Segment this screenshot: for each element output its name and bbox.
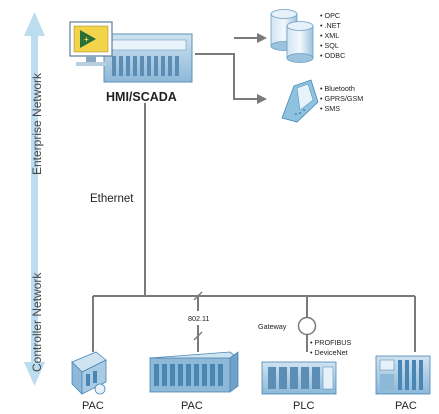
mobile-phone-icon xyxy=(281,79,319,123)
database-item: • OPC xyxy=(320,11,340,20)
hmi-keyboard xyxy=(76,62,106,66)
wireless-arrowhead xyxy=(257,94,267,104)
wireless-item: • SMS xyxy=(320,104,340,113)
fieldbus-item: • DeviceNet xyxy=(310,348,348,357)
wireless-item: • Bluetooth xyxy=(320,84,355,93)
ethernet-label: Ethernet xyxy=(90,193,134,205)
hmi-scada-label: HMI/SCADA xyxy=(106,90,177,104)
hmi-rack-slots xyxy=(112,56,179,76)
scope-arrow-head-bottom xyxy=(24,362,45,386)
wireless-item: • GPRS/GSM xyxy=(320,94,363,103)
hmi-monitor-stand xyxy=(86,56,96,62)
scope-arrow-shaft xyxy=(31,34,38,364)
database-item: • .NET xyxy=(320,21,341,30)
controller-network-label: Controller Network xyxy=(30,272,44,372)
pac-compact-device xyxy=(71,351,107,395)
enterprise-network-label: Enterprise Network xyxy=(30,72,44,175)
database-item: • XML xyxy=(320,31,339,40)
gateway-label: Gateway xyxy=(258,322,287,331)
scope-arrow-head-top xyxy=(24,12,45,36)
gateway-icon xyxy=(297,316,317,336)
device-label-pac-3: PAC xyxy=(395,400,417,412)
database-item: • ODBC xyxy=(320,51,345,60)
wifi-label: 802.11 xyxy=(188,314,209,323)
wireless-list: • Bluetooth • GPRS/GSM • SMS xyxy=(320,84,363,113)
play-icon xyxy=(80,30,96,48)
wifi-label-bg xyxy=(186,311,212,325)
fieldbus-item: • PROFIBUS xyxy=(310,338,351,347)
hmi-scada-station: + xyxy=(69,21,193,83)
database-icon xyxy=(270,9,314,63)
wifi-link xyxy=(186,291,212,341)
pac-rack-device xyxy=(148,351,240,393)
device-label-pac-1: PAC xyxy=(82,400,104,412)
hmi-rack-panel xyxy=(109,39,187,51)
database-arrowhead xyxy=(257,33,267,43)
device-label-plc: PLC xyxy=(293,400,314,412)
database-item: • SQL xyxy=(320,41,339,50)
fieldbus-list: • PROFIBUS • DeviceNet xyxy=(310,338,351,357)
connection-lines xyxy=(92,37,416,352)
hmi-to-wireless-line xyxy=(195,53,258,100)
network-scope-arrow xyxy=(24,12,45,386)
pac-panel-device xyxy=(375,355,431,395)
plc-device xyxy=(261,361,337,395)
database-list: • OPC • .NET • XML • SQL • ODBC xyxy=(320,11,345,60)
device-label-pac-2: PAC xyxy=(181,400,203,412)
plus-icon: + xyxy=(84,35,89,44)
